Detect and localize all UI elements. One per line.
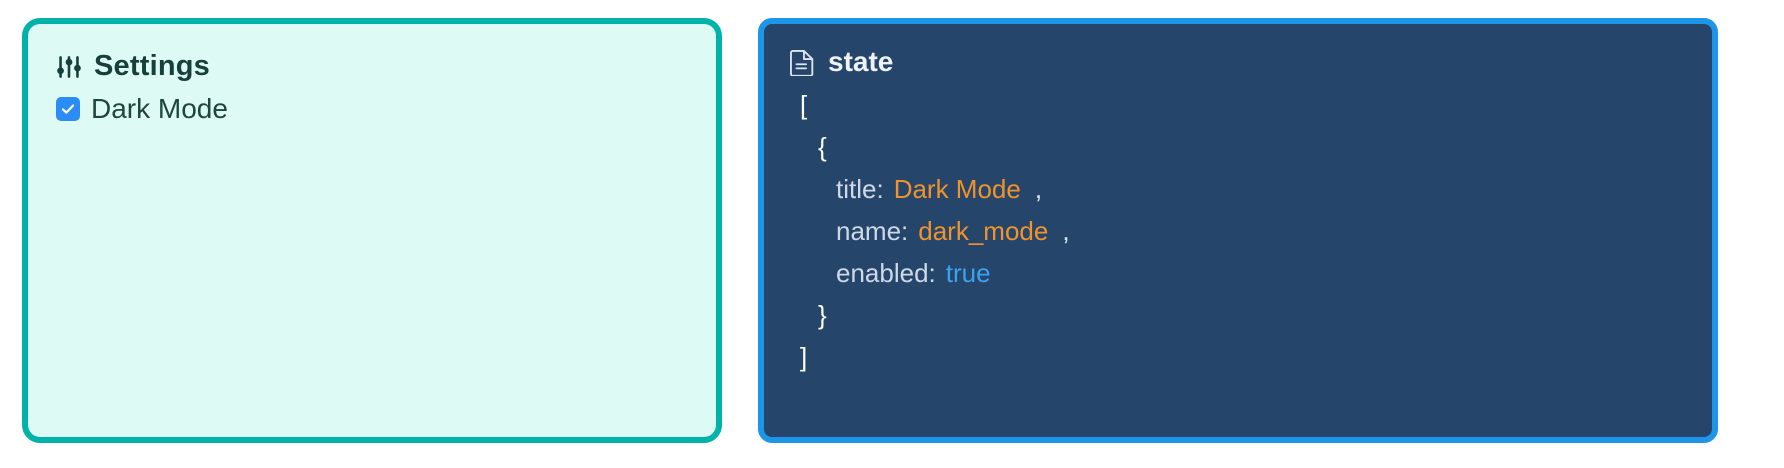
json-field-name: name: dark_mode ,	[790, 210, 1686, 252]
json-key: enabled:	[836, 258, 936, 288]
json-value: dark_mode	[918, 216, 1049, 246]
json-field-enabled: enabled: true	[790, 252, 1686, 294]
json-open-brace: {	[790, 126, 1686, 168]
json-key: name:	[836, 216, 909, 246]
json-key: title:	[836, 174, 884, 204]
json-punctuation: [	[800, 90, 808, 120]
dark-mode-label: Dark Mode	[91, 93, 228, 124]
json-punctuation: ]	[800, 342, 808, 372]
json-close-brace: }	[790, 294, 1686, 336]
setting-row-dark-mode[interactable]: Dark Mode	[56, 93, 688, 125]
settings-title: Settings	[94, 50, 210, 82]
json-punctuation: }	[818, 300, 827, 330]
json-punctuation: {	[818, 132, 827, 162]
json-comma: ,	[1034, 174, 1043, 204]
check-icon	[61, 104, 75, 114]
state-title: state	[828, 46, 894, 77]
state-json-tree: [ { title: Dark Mode , name: dark_mode ,…	[790, 84, 1686, 378]
json-comma: ,	[1062, 216, 1070, 246]
json-close-bracket: ]	[790, 336, 1686, 378]
state-panel: state [ { title: Dark Mode , name: dark_…	[758, 18, 1718, 443]
document-icon	[790, 49, 815, 76]
json-field-title: title: Dark Mode ,	[790, 168, 1686, 210]
settings-header: Settings	[56, 50, 688, 83]
json-open-bracket: [	[790, 84, 1686, 126]
settings-panel: Settings Dark Mode	[22, 18, 722, 443]
json-value: Dark Mode	[893, 174, 1021, 204]
sliders-icon	[56, 54, 82, 80]
json-value: true	[945, 258, 991, 288]
dark-mode-checkbox[interactable]	[56, 97, 80, 121]
state-header: state	[790, 46, 1686, 78]
